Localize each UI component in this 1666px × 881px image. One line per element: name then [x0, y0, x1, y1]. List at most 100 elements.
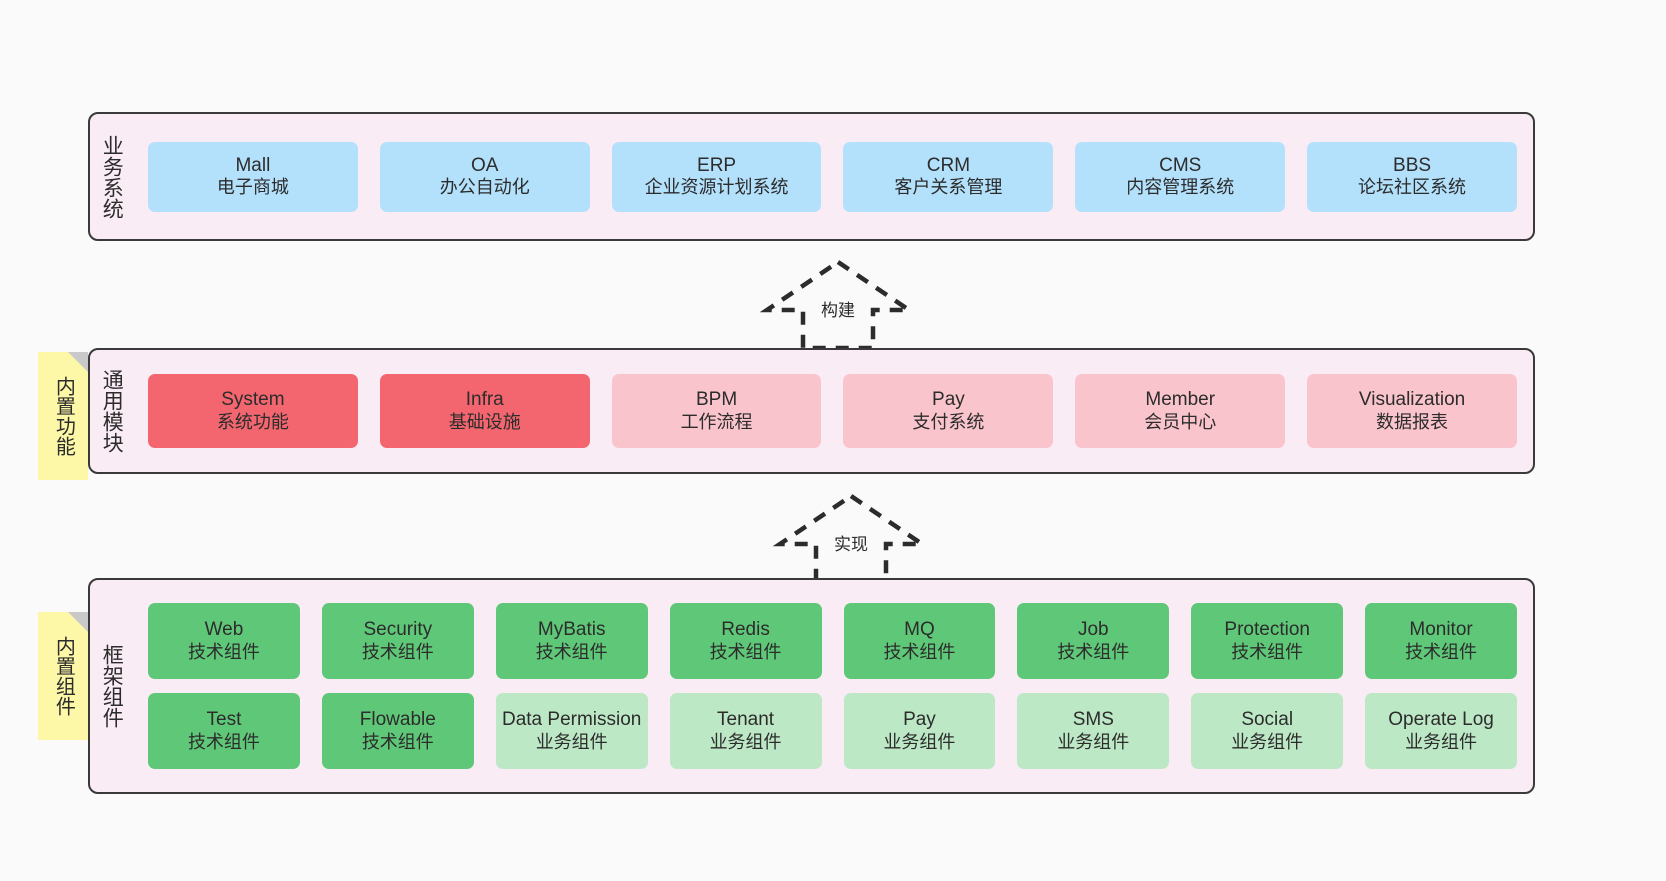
layer-title-framework-component: 框架组件	[100, 644, 124, 728]
arrow-build-label: 构建	[821, 301, 855, 320]
card-subtitle: 会员中心	[1144, 411, 1217, 432]
card-subtitle: 业务组件	[535, 731, 608, 752]
card-title: Monitor	[1409, 619, 1473, 641]
card-title: CMS	[1159, 154, 1202, 176]
card-social[interactable]: Social 业务组件	[1191, 693, 1344, 769]
card-sms[interactable]: SMS 业务组件	[1017, 693, 1170, 769]
card-tenant[interactable]: Tenant 业务组件	[669, 693, 822, 769]
card-row: Web 技术组件 Security 技术组件 MyBatis 技术组件 Redi…	[148, 603, 1517, 679]
card-pay[interactable]: Pay 支付系统	[843, 374, 1054, 448]
card-title: Pay	[932, 389, 965, 411]
card-test[interactable]: Test 技术组件	[148, 693, 300, 769]
card-row: Mall 电子商城 OA 办公自动化 ERP 企业资源计划系统 CRM 客户关系…	[148, 141, 1517, 212]
card-mybatis[interactable]: MyBatis 技术组件	[495, 603, 648, 679]
note-builtin-components: 内置组件	[38, 612, 88, 740]
card-subtitle: 技术组件	[361, 731, 434, 752]
card-title: Data Permission	[501, 709, 642, 731]
card-infra[interactable]: Infra 基础设施	[379, 374, 590, 448]
card-title: Mall	[235, 154, 271, 176]
card-subtitle: 数据报表	[1376, 411, 1449, 432]
card-visualization[interactable]: Visualization 数据报表	[1307, 374, 1517, 448]
card-security[interactable]: Security 技术组件	[321, 603, 474, 679]
card-title: Social	[1241, 709, 1294, 731]
card-title: Tenant	[717, 709, 775, 731]
layer-framework-component: 框架组件 Web 技术组件 Security 技术组件 MyBatis 技术组件…	[88, 578, 1535, 794]
note-builtin-features: 内置功能	[38, 352, 88, 480]
card-title: Pay	[903, 709, 936, 731]
card-row: System 系统功能 Infra 基础设施 BPM 工作流程 Pay 支付系统…	[148, 374, 1517, 448]
card-protection[interactable]: Protection 技术组件	[1191, 603, 1344, 679]
arrow-implement-label: 实现	[834, 535, 868, 554]
card-bbs[interactable]: BBS 论坛社区系统	[1307, 141, 1517, 212]
card-title: Member	[1145, 389, 1216, 411]
card-title: Infra	[465, 389, 504, 411]
card-subtitle: 业务组件	[1057, 731, 1130, 752]
card-subtitle: 论坛社区系统	[1358, 177, 1467, 198]
card-subtitle: 技术组件	[361, 641, 434, 662]
card-crm[interactable]: CRM 客户关系管理	[843, 141, 1054, 212]
card-cms[interactable]: CMS 内容管理系统	[1075, 141, 1286, 212]
card-subtitle: 技术组件	[535, 641, 608, 662]
layer-title-common-module: 通用模块	[100, 369, 124, 453]
card-title: Flowable	[359, 709, 436, 731]
card-title: Security	[363, 619, 433, 641]
card-monitor[interactable]: Monitor 技术组件	[1365, 603, 1517, 679]
arrow-build: 构建	[759, 258, 917, 351]
card-system[interactable]: System 系统功能	[148, 374, 358, 448]
card-data-permission[interactable]: Data Permission 业务组件	[495, 693, 648, 769]
card-title: MQ	[904, 619, 935, 641]
layer-common-module: 通用模块 System 系统功能 Infra 基础设施 BPM 工作流程 Pay…	[88, 348, 1535, 474]
layer-body-framework-component: Web 技术组件 Security 技术组件 MyBatis 技术组件 Redi…	[132, 580, 1533, 792]
card-title: System	[221, 389, 285, 411]
card-title: Protection	[1224, 619, 1310, 641]
card-pay-business[interactable]: Pay 业务组件	[843, 693, 996, 769]
card-subtitle: 企业资源计划系统	[644, 177, 789, 198]
card-title: Redis	[721, 619, 770, 641]
card-subtitle: 技术组件	[187, 731, 260, 752]
card-title: ERP	[697, 154, 737, 176]
layer-business-system: 业务系统 Mall 电子商城 OA 办公自动化 ERP 企业资源计划系统 CRM…	[88, 112, 1535, 241]
card-erp[interactable]: ERP 企业资源计划系统	[611, 141, 822, 212]
card-flowable[interactable]: Flowable 技术组件	[321, 693, 474, 769]
card-title: CRM	[926, 154, 971, 176]
card-bpm[interactable]: BPM 工作流程	[611, 374, 822, 448]
layer-title-business-system: 业务系统	[100, 134, 124, 219]
card-title: Test	[206, 709, 242, 731]
card-subtitle: 技术组件	[709, 641, 782, 662]
card-title: OA	[471, 154, 499, 176]
card-member[interactable]: Member 会员中心	[1075, 374, 1286, 448]
note-fold-corner-icon	[68, 612, 88, 632]
card-subtitle: 客户关系管理	[894, 177, 1003, 198]
card-mq[interactable]: MQ 技术组件	[843, 603, 996, 679]
card-subtitle: 技术组件	[883, 641, 956, 662]
card-mall[interactable]: Mall 电子商城	[148, 141, 358, 212]
card-subtitle: 基础设施	[448, 411, 521, 432]
card-subtitle: 业务组件	[1405, 731, 1478, 752]
card-title: BBS	[1393, 154, 1432, 176]
card-title: BPM	[695, 389, 738, 411]
card-title: MyBatis	[537, 619, 606, 641]
card-title: Visualization	[1358, 389, 1466, 411]
card-subtitle: 办公自动化	[439, 177, 530, 198]
note-fold-corner-icon	[68, 352, 88, 372]
card-subtitle: 电子商城	[216, 177, 289, 198]
card-job[interactable]: Job 技术组件	[1017, 603, 1170, 679]
card-subtitle: 业务组件	[709, 731, 782, 752]
card-redis[interactable]: Redis 技术组件	[669, 603, 822, 679]
note-label: 内置组件	[52, 636, 75, 716]
card-row: Test 技术组件 Flowable 技术组件 Data Permission …	[148, 693, 1517, 769]
note-label: 内置功能	[52, 376, 75, 456]
card-oa[interactable]: OA 办公自动化	[379, 141, 590, 212]
layer-body-business-system: Mall 电子商城 OA 办公自动化 ERP 企业资源计划系统 CRM 客户关系…	[132, 114, 1533, 239]
card-subtitle: 技术组件	[1057, 641, 1130, 662]
card-subtitle: 技术组件	[1405, 641, 1478, 662]
card-web[interactable]: Web 技术组件	[148, 603, 300, 679]
card-operate-log[interactable]: Operate Log 业务组件	[1365, 693, 1517, 769]
card-subtitle: 工作流程	[680, 411, 753, 432]
card-subtitle: 技术组件	[1231, 641, 1304, 662]
card-title: Operate Log	[1388, 709, 1494, 731]
card-title: Job	[1077, 619, 1109, 641]
card-subtitle: 支付系统	[912, 411, 985, 432]
card-title: SMS	[1072, 709, 1114, 731]
